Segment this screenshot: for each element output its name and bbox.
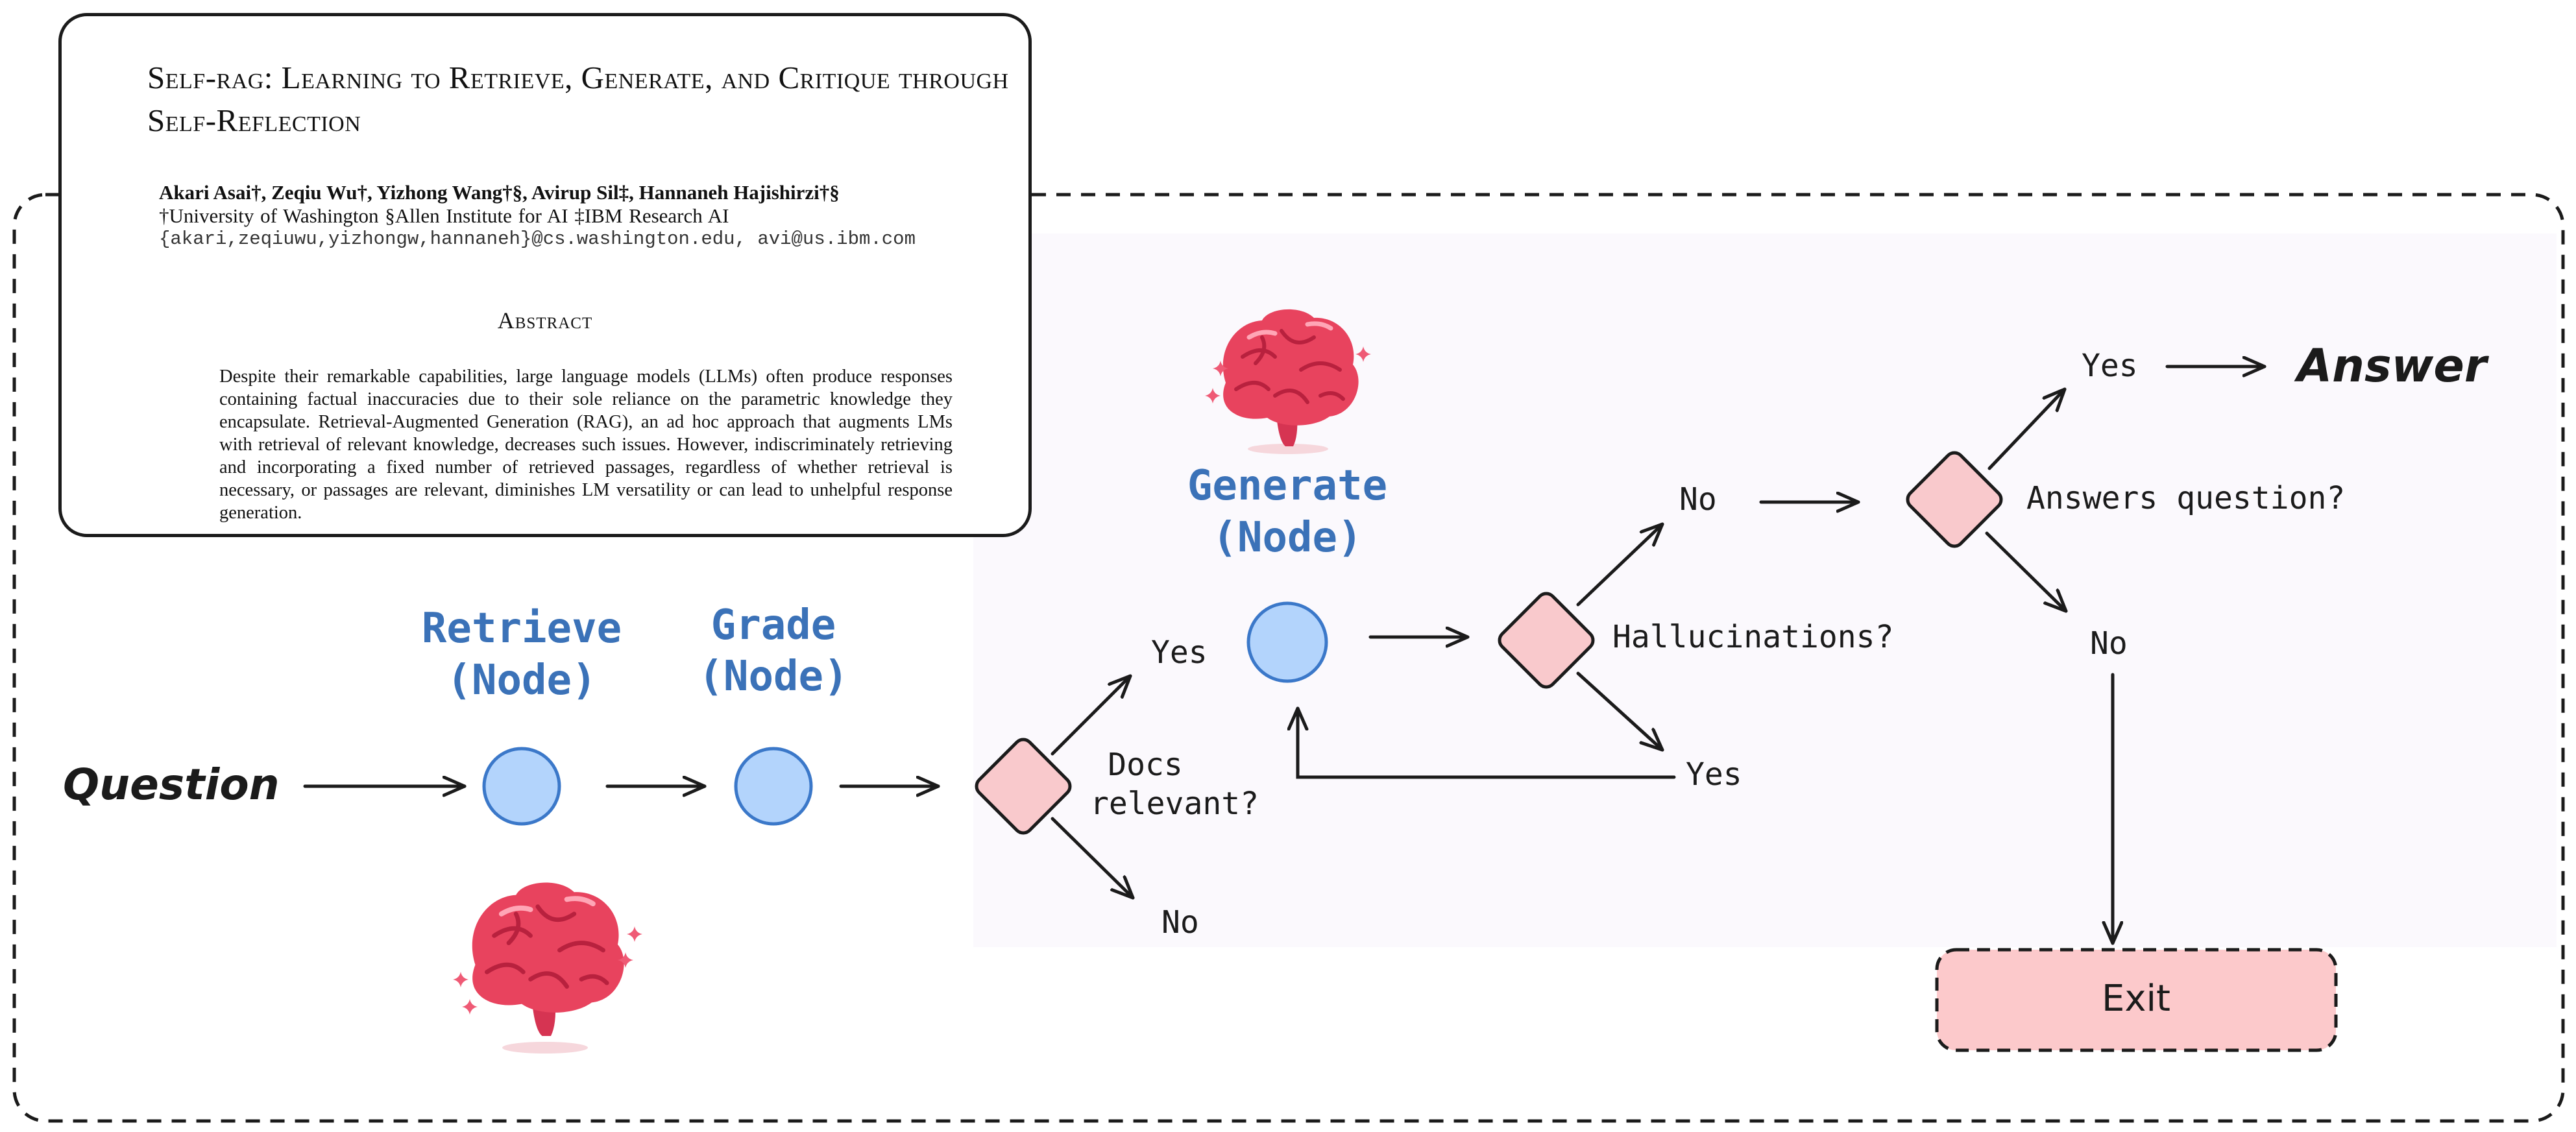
paper-authors: Akari Asai†, Zeqiu Wu†, Yizhong Wang†§, … [159,181,840,204]
grade-node-title: Grade [711,601,836,649]
hallucination-no-label: No [1679,481,1717,518]
exit-label: Exit [2102,978,2170,1020]
edge-answers-yes [1987,387,2067,470]
paper-card: Self-rag: Learning to Retrieve, Generate… [58,13,1032,537]
brain-icon [1205,309,1371,454]
hallucinations-diamond[interactable] [1496,590,1597,691]
edge-docs-yes [1051,674,1132,756]
generate-node-title: Generate [1187,462,1387,510]
hallucinations-label: Hallucinations? [1612,619,1893,655]
docs-yes-label: Yes [1151,634,1208,671]
paper-emails: {akari,zeqiuwu,yizhongw,hannaneh}@cs.was… [159,228,916,250]
abstract-heading: Abstract [497,307,593,333]
paper-affiliations: †University of Washington §Allen Institu… [159,204,729,227]
docs-no-label: No [1161,904,1199,941]
answers-yes-label: Yes [2082,348,2138,384]
retrieve-node[interactable] [482,747,561,826]
generate-node[interactable] [1246,601,1328,683]
retrieve-node-subtitle: (Node) [446,656,596,704]
grade-node[interactable] [734,747,813,826]
answers-no-label: No [2090,625,2128,662]
answer-label: Answer [2294,339,2490,392]
docs-relevant-diamond[interactable] [973,736,1074,837]
paper-title: Self-rag: Learning to Retrieve, Generate… [147,60,1009,138]
docs-relevant-line1: Docs [1108,747,1183,783]
answers-question-diamond[interactable] [1904,449,2005,550]
edge-docs-no [1051,817,1135,900]
answers-question-label: Answers question? [2026,480,2345,516]
retrieve-node-title: Retrieve [422,605,622,653]
graph-frame [12,193,2565,1123]
brain-icon [453,882,642,1054]
hallucination-yes-label: Yes [1686,756,1742,793]
edge-hallucination-no [1576,522,1664,607]
edge-hallucination-yes [1576,671,1664,752]
abstract-body: Despite their remarkable capabilities, l… [219,367,953,523]
exit-box[interactable] [1935,948,2338,1052]
edge-answers-no [1985,531,2068,613]
question-label: Question [63,760,280,810]
grade-node-subtitle: (Node) [698,653,848,701]
docs-relevant-line2: relevant? [1090,786,1259,822]
generate-node-subtitle: (Node) [1212,514,1362,562]
edge-retry-generate [1298,706,1676,779]
